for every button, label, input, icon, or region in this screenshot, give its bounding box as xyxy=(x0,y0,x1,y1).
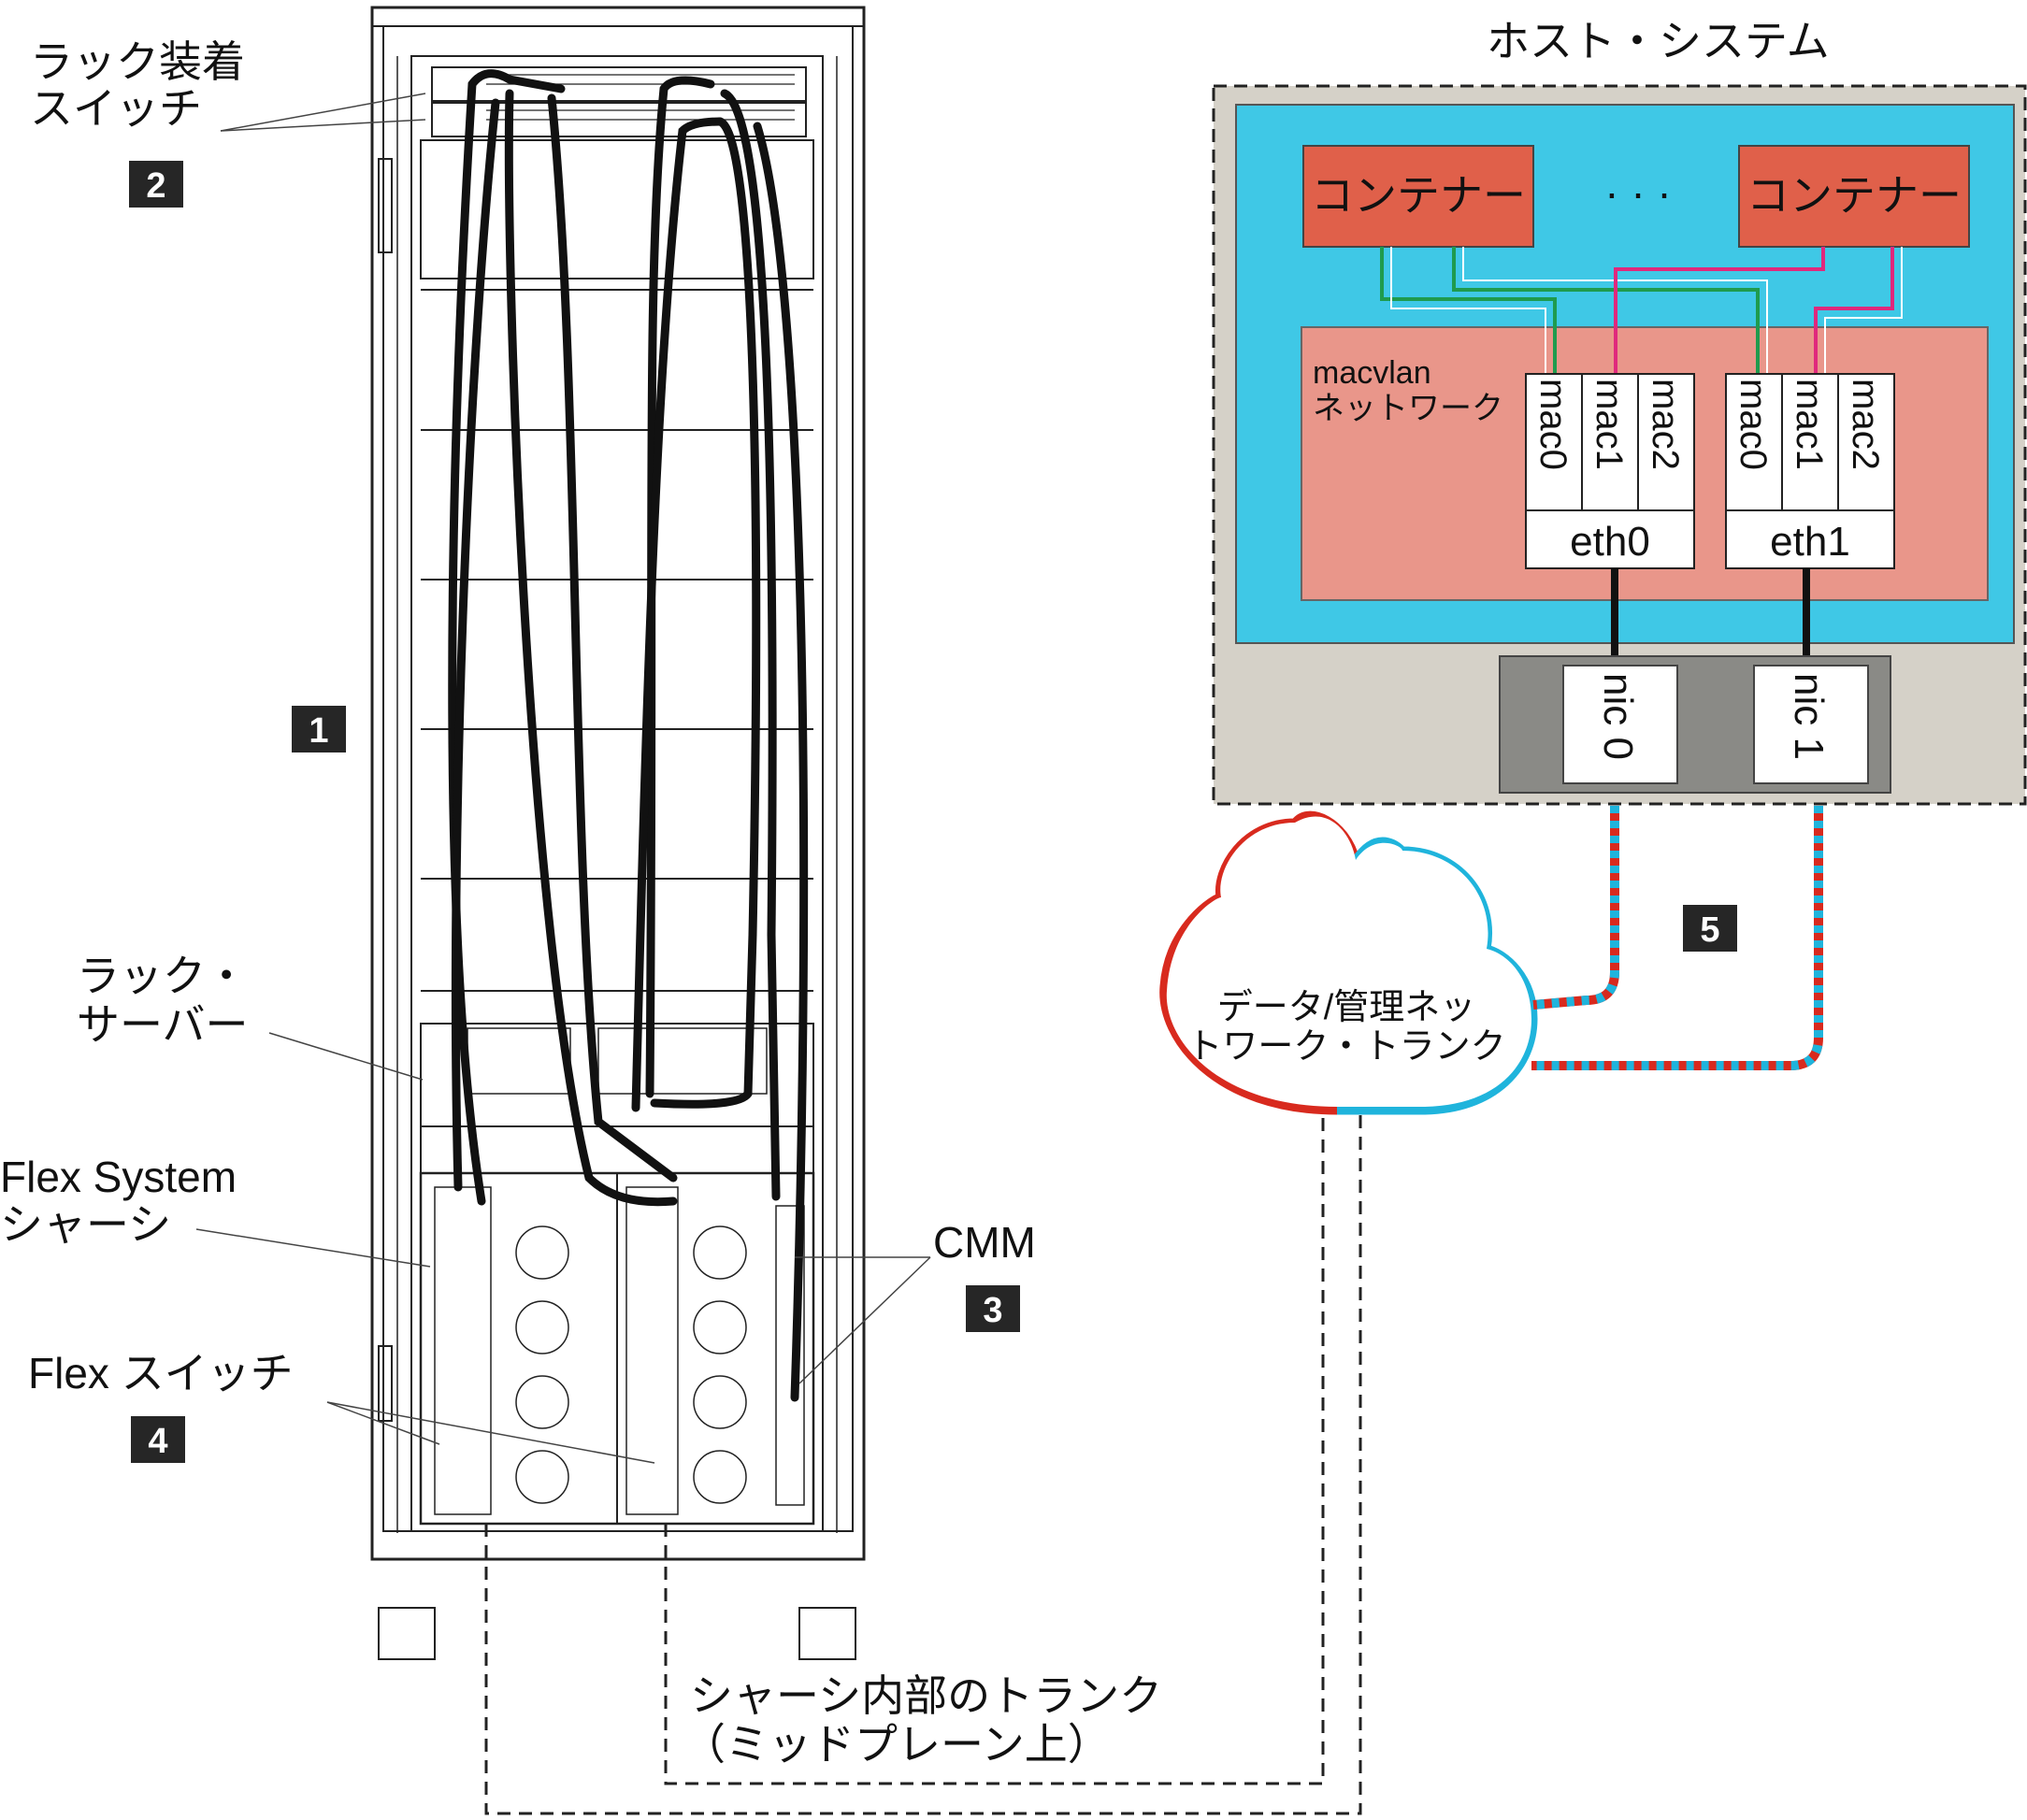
container-cables xyxy=(1380,247,1903,374)
chassis-trunk-dashed xyxy=(484,1112,1362,1815)
svg-text:2: 2 xyxy=(146,166,165,206)
eth0-group: eth0 mac0 mac1 mac2 xyxy=(1525,373,1695,569)
svg-text:3: 3 xyxy=(983,1291,1002,1330)
rack-switch-label-1: ラック装着 xyxy=(30,37,245,86)
eth0-box xyxy=(1525,509,1695,569)
rack-cables xyxy=(448,69,809,1402)
eth1-group: eth1 mac0 mac1 mac2 xyxy=(1725,373,1895,569)
svg-text:1: 1 xyxy=(309,711,328,751)
badge-1: 1 xyxy=(292,706,346,752)
svg-text:4: 4 xyxy=(148,1422,167,1461)
nic0-label: nic 0 xyxy=(1595,673,1641,760)
rack-server-label-2: サーバー xyxy=(77,1000,249,1049)
eth1-label: eth1 xyxy=(1770,519,1850,565)
badge-5: 5 xyxy=(1683,905,1737,952)
flex-system-label-1: Flex System xyxy=(0,1153,237,1201)
mac0-a-label: mac0 xyxy=(1532,379,1574,470)
cmm-label: CMM xyxy=(933,1218,1036,1267)
nic1-label: nic 1 xyxy=(1786,673,1832,760)
svg-text:5: 5 xyxy=(1700,910,1719,950)
rack-switch-label-2: スイッチ xyxy=(30,84,202,133)
rack-cabinet xyxy=(370,6,866,1660)
nic0-box xyxy=(1562,665,1678,784)
host-system-title: ホスト・システム xyxy=(1487,17,1830,65)
eth-nic-links xyxy=(1611,568,1810,656)
mac0-b-label: mac0 xyxy=(1732,379,1774,470)
container-left-label: コンテナー xyxy=(1311,171,1526,220)
eth0-label: eth0 xyxy=(1570,519,1650,565)
rack-server-label-1: ラック・ xyxy=(77,952,248,1000)
badge-4: 4 xyxy=(131,1416,185,1463)
rack-switch-unit-1 xyxy=(431,66,807,102)
mac2-b-label: mac2 xyxy=(1845,379,1886,470)
badge-3: 3 xyxy=(966,1285,1020,1332)
flex-system-label-2: シャーシ xyxy=(0,1200,171,1249)
chassis-trunk-label-1: シャーシ内部のトランク xyxy=(690,1671,1162,1720)
network-cloud xyxy=(1159,810,1538,1115)
macvlan-label-2: ネットワーク xyxy=(1313,391,1503,426)
rack-switch-unit-2 xyxy=(431,102,807,137)
mac1-b-label: mac1 xyxy=(1789,379,1830,470)
mac1-a-label: mac1 xyxy=(1589,379,1630,470)
eth1-box xyxy=(1725,509,1895,569)
container-ellipsis: · · · xyxy=(1604,168,1672,217)
rack-leader-lines xyxy=(195,93,931,1464)
nic1-box xyxy=(1753,665,1869,784)
cloud-label-1: データ/管理ネッ xyxy=(1217,988,1476,1027)
container-right xyxy=(1738,145,1970,248)
macvlan-label-1: macvlan xyxy=(1313,355,1431,391)
chassis-trunk-label-2: （ミッドプレーン上） xyxy=(683,1720,1111,1769)
container-left xyxy=(1302,145,1534,248)
cloud-label-2: トワーク・トランク xyxy=(1186,1027,1505,1067)
container-right-label: コンテナー xyxy=(1747,171,1962,220)
badge-2: 2 xyxy=(129,161,183,208)
flex-switch-label: Flex スイッチ xyxy=(28,1349,294,1397)
nic-trunk-cables xyxy=(1531,806,1823,1070)
rack-server-unit xyxy=(420,1023,814,1127)
mac2-a-label: mac2 xyxy=(1645,379,1686,470)
